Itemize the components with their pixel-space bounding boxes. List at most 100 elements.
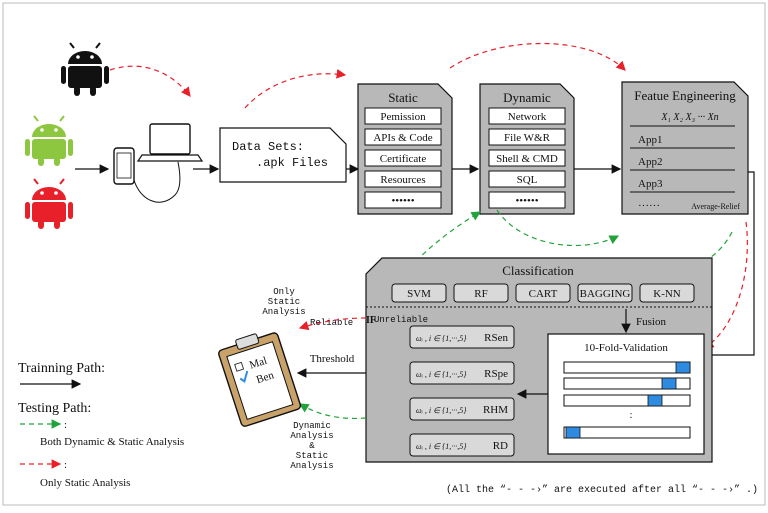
red-path-to-static	[244, 69, 347, 109]
metric-box	[409, 397, 515, 421]
kfold-bar	[563, 377, 691, 390]
clipboard-icon	[218, 332, 302, 427]
dyn-static-label: Dynamic Analysis & Static Analysis	[290, 421, 333, 471]
legend-testing: Testing Path:	[18, 401, 91, 416]
arrow-feature-to-kfold	[702, 171, 755, 360]
only-static-line2: Static	[268, 297, 300, 307]
kfold-dots: :	[630, 410, 633, 421]
only-static-label: Only Static Analysis	[262, 287, 305, 317]
threshold-label: Threshold	[310, 353, 355, 365]
android-green-icon	[25, 115, 73, 166]
kfold-bar	[563, 361, 691, 374]
legend-only: Only Static Analysis	[40, 477, 130, 489]
metric-box	[409, 325, 515, 349]
static-title: Static	[388, 90, 418, 105]
green-path-dynamic-to-feature	[496, 209, 620, 247]
dynamic-item-box	[488, 149, 566, 167]
legend-colon-green: :	[64, 419, 67, 431]
classifier-label: CART	[529, 288, 558, 300]
static-item-label: APIs & Code	[373, 132, 432, 144]
legend-training: Trainning Path:	[18, 361, 105, 376]
android-black-icon	[61, 42, 109, 96]
dynamic-item-box	[488, 191, 566, 209]
unreliable-label: Unreliable	[374, 315, 428, 325]
classifier-box	[515, 283, 571, 303]
dyn-static-line4: Static	[296, 451, 328, 461]
feature-app-label: App2	[638, 156, 662, 168]
static-item-box	[364, 107, 442, 125]
if-label: IF	[366, 315, 376, 326]
outer-frame	[2, 2, 766, 506]
static-item-box	[364, 149, 442, 167]
feature-title: Featue Engineering	[634, 88, 736, 103]
metric-name: RSen	[484, 332, 508, 344]
red-path-android-to-device	[109, 65, 191, 97]
metric-name: RD	[493, 440, 508, 452]
dataset-line1: Data Sets:	[232, 140, 304, 154]
metric-name: RHM	[483, 404, 508, 416]
kfold-fold-block	[675, 361, 691, 374]
legend-both: Both Dynamic & Static Analysis	[40, 436, 184, 448]
dyn-static-line5: Analysis	[290, 461, 333, 471]
dynamic-item-label: File W&R	[504, 132, 551, 144]
footnote: (All the “- - -›” are executed after all…	[446, 484, 758, 496]
feature-app-label: App1	[638, 134, 662, 146]
dyn-static-line2: Analysis	[290, 431, 333, 441]
green-path-both	[298, 403, 367, 420]
red-path-to-feature	[449, 42, 626, 71]
cable-line	[133, 161, 181, 203]
static-item-label: Resources	[380, 174, 425, 186]
dataset-line2: .apk Files	[256, 156, 328, 170]
static-item-box	[364, 170, 442, 188]
dataset-document	[219, 127, 347, 183]
classifier-box	[391, 283, 447, 303]
metric-box	[409, 361, 515, 385]
legend-colon-red: :	[64, 459, 67, 471]
only-static-line1: Only	[273, 287, 295, 297]
clipboard-ben: Ben	[255, 369, 276, 386]
dynamic-title: Dynamic	[503, 90, 551, 105]
classification-title: Classification	[502, 263, 574, 278]
dyn-static-line3: &	[309, 441, 315, 451]
dynamic-item-label: Network	[508, 111, 547, 123]
metric-formula: ωᵢ , i ∈ {1,···,5}	[416, 442, 467, 451]
static-item-box	[364, 191, 442, 209]
dynamic-item-box	[488, 128, 566, 146]
kfold-title: 10-Fold-Validation	[584, 342, 668, 354]
static-item-label: Certificate	[380, 153, 427, 165]
classifier-label: SVM	[407, 288, 431, 300]
dynamic-item-label: ••••••	[515, 195, 538, 207]
android-red-icon	[25, 178, 73, 229]
metric-box	[409, 433, 515, 457]
fusion-label: Fusion	[636, 316, 666, 328]
kfold-bar	[563, 394, 691, 407]
classifier-label: K-NN	[653, 288, 681, 300]
kfold-fold-block	[661, 377, 677, 390]
only-static-line3: Analysis	[262, 307, 305, 317]
classifier-box	[453, 283, 509, 303]
clipboard-mal: Mal	[248, 355, 269, 372]
feature-app-label: ······	[638, 200, 660, 212]
metric-formula: ωᵢ , i ∈ {1,···,5}	[416, 334, 467, 343]
classifier-box	[577, 283, 633, 303]
red-path-to-kfold	[704, 221, 748, 349]
metric-formula: ωᵢ , i ∈ {1,···,5}	[416, 370, 467, 379]
phone-icon	[113, 147, 135, 185]
kfold-fold-block	[565, 426, 581, 439]
dynamic-item-label: Shell & CMD	[496, 153, 558, 165]
laptop-icon	[136, 123, 204, 162]
classifier-label: RF	[474, 288, 487, 300]
feature-vars: X₁ X₂ X₃ ··· Xn	[660, 112, 718, 123]
reliable-label: Reliable	[310, 318, 353, 328]
kfold-bar	[563, 426, 691, 439]
static-item-box	[364, 128, 442, 146]
dynamic-item-box	[488, 107, 566, 125]
static-item-label: ••••••	[391, 195, 414, 207]
classifier-box	[639, 283, 695, 303]
kfold-fold-block	[647, 394, 663, 407]
static-item-label: Pemission	[380, 111, 426, 123]
metric-name: RSpe	[484, 368, 508, 380]
feature-footer: Average-Relief	[691, 202, 740, 211]
